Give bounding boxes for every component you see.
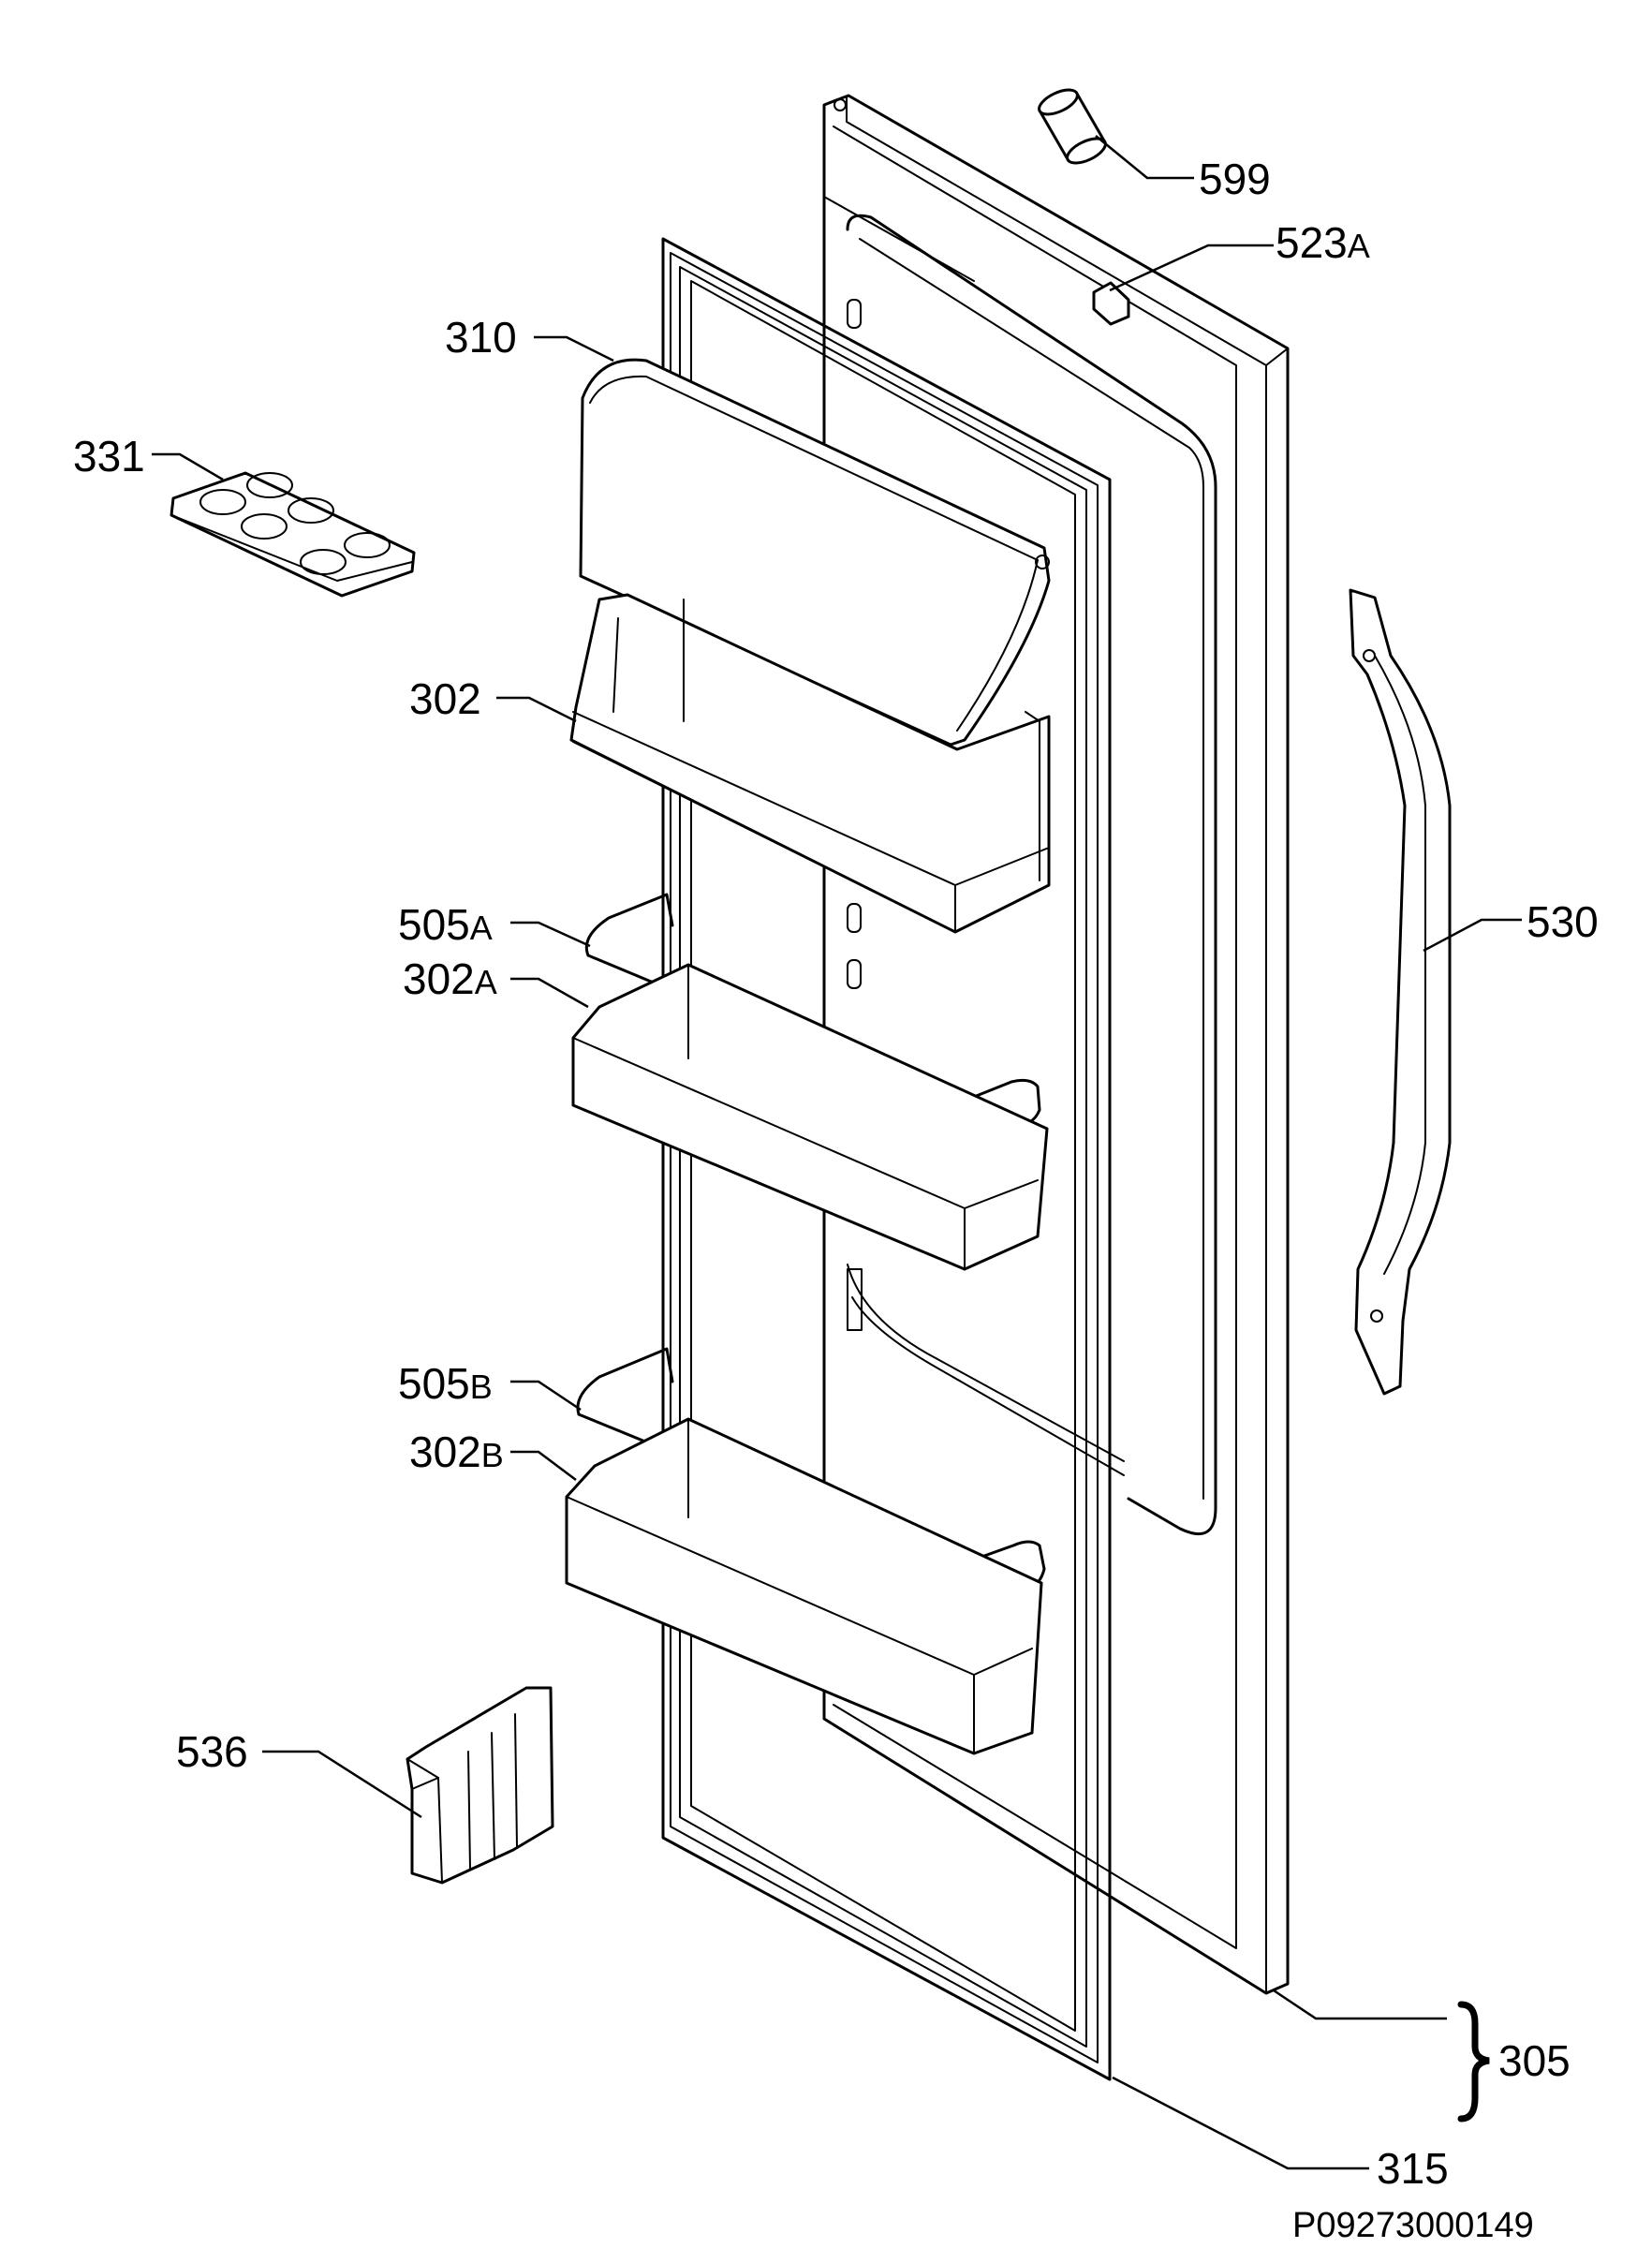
label-599: 599 <box>1199 155 1271 203</box>
label-505a: 505A <box>398 900 493 949</box>
label-315: 315 <box>1377 2144 1449 2193</box>
part-302a-shelf <box>571 963 1049 1271</box>
part-310-shelf-lid <box>579 358 1051 747</box>
label-310: 310 <box>445 313 517 362</box>
part-302b-shelf <box>565 1417 1043 1755</box>
label-505b: 505B <box>398 1359 493 1408</box>
door-gasket <box>661 237 1112 2081</box>
leader-lines <box>152 135 1522 2170</box>
label-305: 305 <box>1498 2036 1571 2085</box>
part-523a-hinge-cap <box>1092 281 1130 326</box>
label-530: 530 <box>1527 897 1599 946</box>
label-302: 302 <box>409 674 481 723</box>
label-302a: 302A <box>403 954 497 1003</box>
part-331-egg-tray <box>170 471 416 598</box>
outer-door-panel <box>822 94 1290 1995</box>
part-305-brace <box>1457 2001 1490 2122</box>
part-536-clip <box>406 1686 554 1885</box>
part-530-handle <box>1349 588 1452 1396</box>
part-302-shelf <box>569 593 1051 934</box>
label-536: 536 <box>176 1727 248 1776</box>
part-599-cylinder <box>1038 88 1107 165</box>
label-302b: 302B <box>409 1427 504 1476</box>
label-331: 331 <box>73 432 145 481</box>
door-liner <box>823 196 1217 1687</box>
label-523a: 523A <box>1276 218 1370 267</box>
drawing-number: P09273000149 <box>1292 2206 1534 2245</box>
